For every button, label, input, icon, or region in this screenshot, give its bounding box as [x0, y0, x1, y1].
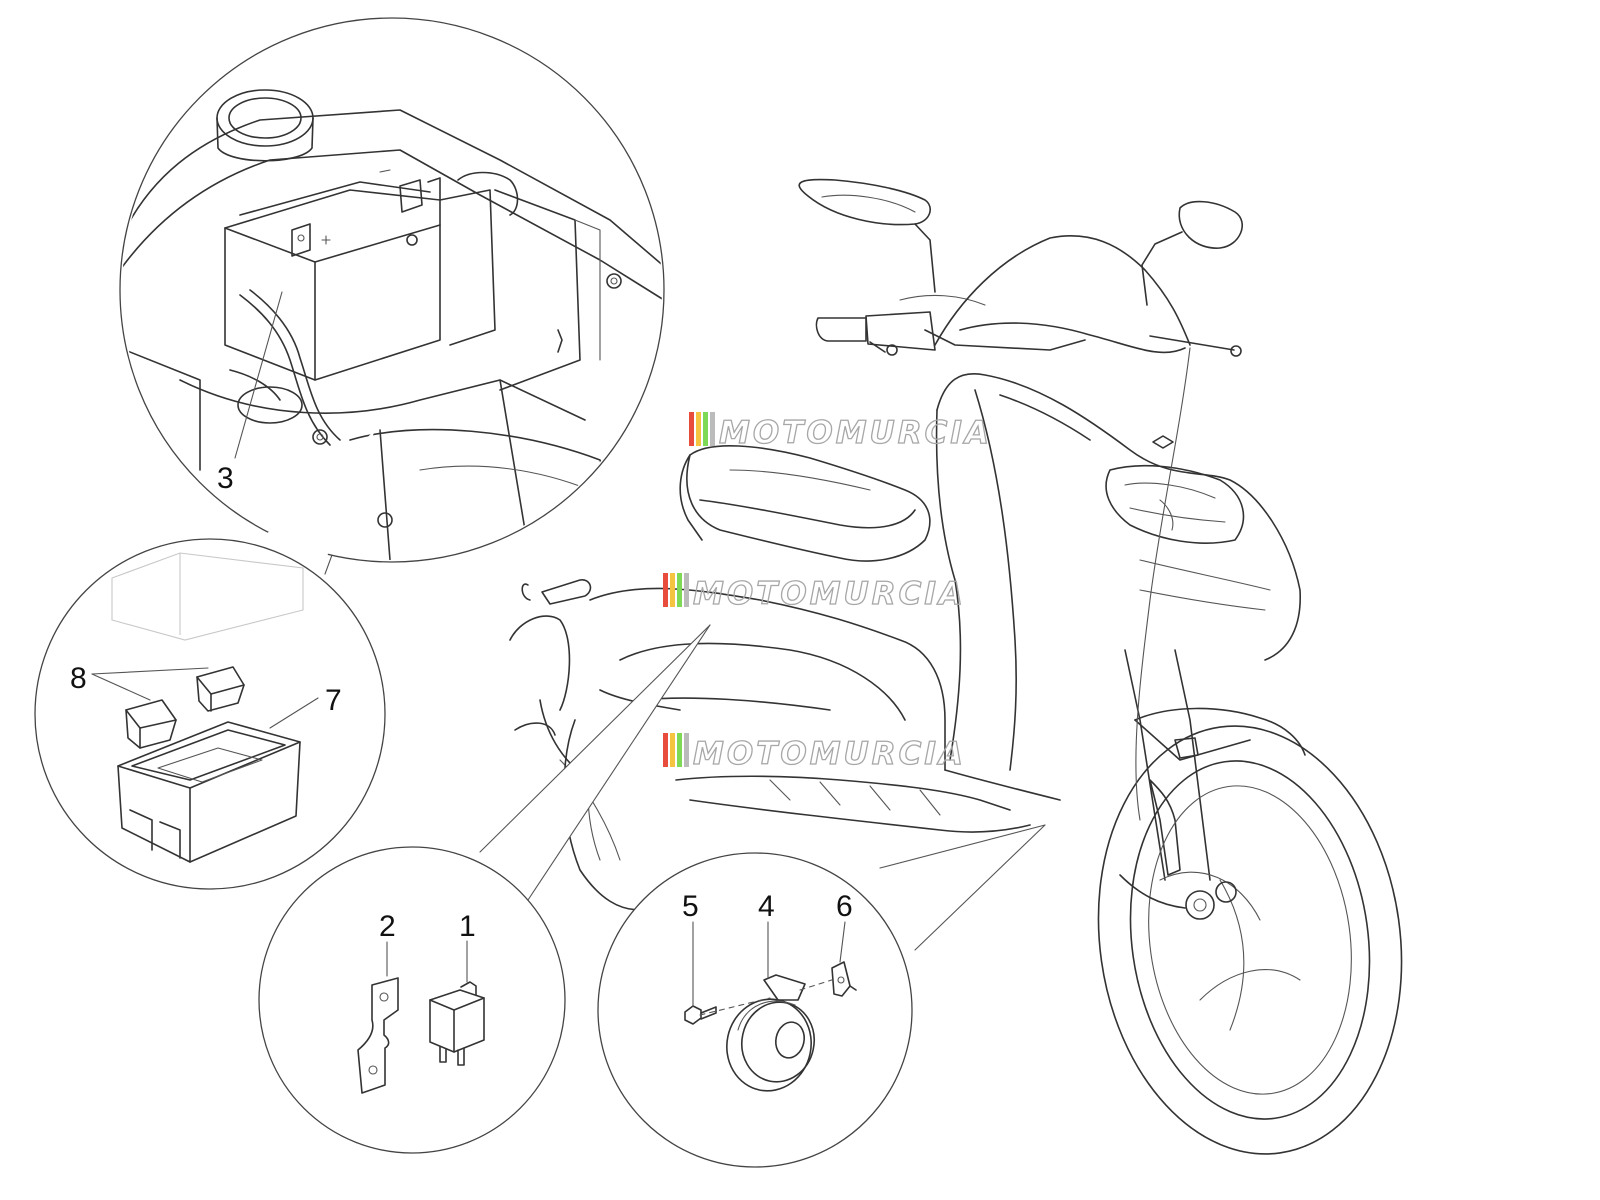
battery-cover-part [117, 721, 301, 863]
watermark-1: MOTOMURCIA [689, 412, 992, 452]
watermark-stripe [670, 573, 675, 607]
watermark-stripe [684, 573, 689, 607]
watermark-stripe [663, 573, 668, 607]
horn-detail-circle [597, 824, 1046, 1168]
relay-detail-circle [258, 624, 711, 1154]
battery-cover-detail-circle [34, 430, 386, 890]
watermark-stripe [677, 733, 682, 767]
watermark-text: MOTOMURCIA [719, 415, 992, 451]
callout-2: 2 [379, 910, 396, 943]
rubber-pad-part-2 [196, 666, 245, 712]
watermark-stripe [670, 733, 675, 767]
watermark-stripe [663, 733, 668, 767]
watermark-text: MOTOMURCIA [693, 736, 966, 772]
relay-part [429, 981, 485, 1066]
watermark-stripe [703, 412, 708, 446]
watermark-stripe [684, 733, 689, 767]
bracket-part [357, 977, 399, 1094]
watermark-3: MOTOMURCIA [663, 733, 966, 773]
callout-7: 7 [325, 684, 342, 717]
battery-detail-circle [119, 17, 665, 575]
watermark-stripe [710, 412, 715, 446]
watermark-stripe [696, 412, 701, 446]
horn-part [726, 974, 815, 1092]
rubber-pad-part [125, 699, 177, 749]
callout-6: 6 [836, 890, 853, 923]
watermark-stripe [689, 412, 694, 446]
callout-3: 3 [217, 462, 234, 495]
callout-4: 4 [758, 890, 775, 923]
watermark-text: MOTOMURCIA [693, 576, 966, 612]
watermark-2: MOTOMURCIA [663, 573, 966, 613]
callout-5: 5 [682, 890, 699, 923]
callout-8: 8 [70, 662, 87, 695]
scooter-illustration [509, 178, 1403, 1155]
clip-nut-part [831, 961, 857, 997]
callout-1: 1 [459, 910, 476, 943]
watermark-stripe [677, 573, 682, 607]
